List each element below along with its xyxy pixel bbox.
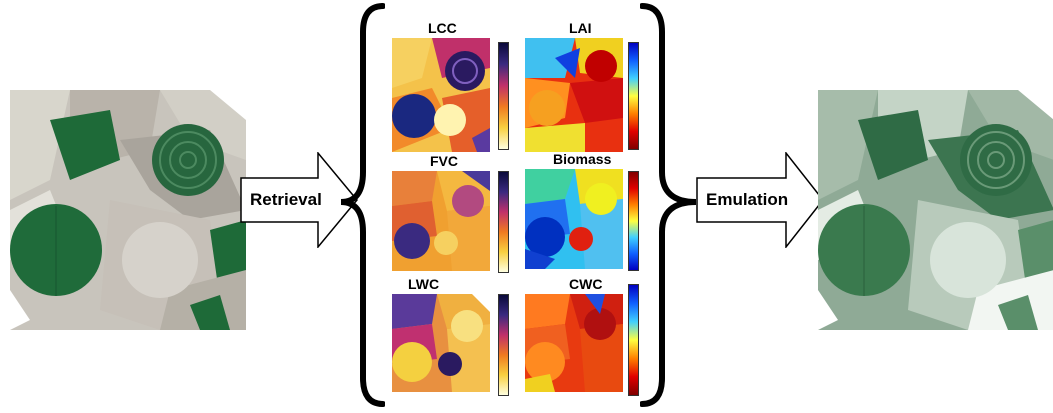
panel-title: LWC (408, 276, 440, 292)
cwc-map (525, 294, 623, 392)
fvc-colorbar (498, 171, 509, 273)
retrieval-arrow: Retrieval (240, 152, 360, 248)
lwc-map (392, 294, 490, 392)
output-satellite-image (818, 90, 1053, 330)
lai-colorbar (628, 42, 639, 150)
panel-title: LCC (428, 20, 457, 36)
input-satellite-image (10, 90, 246, 330)
panel-title: LAI (569, 20, 592, 36)
panel-title: Biomass (553, 151, 612, 167)
lcc-map (392, 38, 490, 152)
panel-title: CWC (569, 276, 603, 292)
fvc-map (392, 171, 490, 271)
retrieval-label: Retrieval (250, 190, 322, 209)
biomass-map (525, 169, 623, 269)
lwc-colorbar (498, 294, 509, 396)
biomass-colorbar (628, 171, 639, 271)
lcc-colorbar (498, 42, 509, 150)
cwc-colorbar (628, 284, 639, 396)
right-brace (639, 2, 700, 413)
left-brace (337, 2, 386, 413)
lai-map (525, 38, 623, 152)
emulation-label: Emulation (706, 190, 789, 209)
emulation-arrow: Emulation (696, 152, 826, 248)
panel-title: FVC (430, 153, 458, 169)
